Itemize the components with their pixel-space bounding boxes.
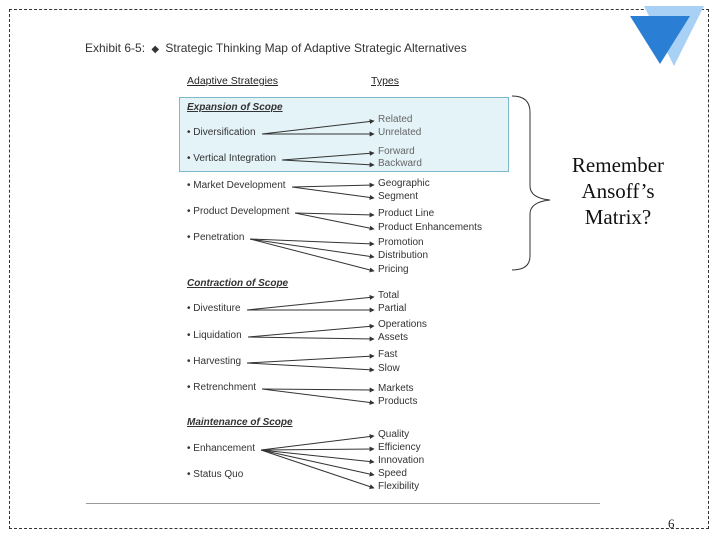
type-efficiency: Efficiency (378, 442, 421, 453)
connector-arrow (260, 449, 375, 489)
connector-arrow (281, 159, 375, 168)
callout-line-1: Remember (571, 153, 665, 177)
strategy-retrenchment: • Retrenchment (187, 382, 257, 393)
strategy-vertical-integration: • Vertical Integration (187, 153, 277, 164)
connector-arrow (249, 238, 375, 259)
type-total: Total (378, 290, 400, 301)
exhibit-title: Exhibit 6-5: ◆ Strategic Thinking Map of… (85, 41, 467, 55)
connector-arrow (260, 446, 375, 452)
connector-arrow (247, 336, 375, 342)
slide-frame (9, 9, 709, 529)
type-product-enhancements: Product Enhancements (378, 222, 482, 233)
connector-arrow (294, 212, 375, 231)
strategy-product-development: • Product Development (187, 206, 290, 217)
callout-line-2: Ansoff’s (581, 179, 655, 203)
connector-arrow (261, 388, 375, 405)
page-number: 6 (668, 516, 675, 531)
section-expansion: Expansion of Scope (187, 102, 283, 113)
strategy-divestiture: • Divestiture (187, 303, 241, 314)
type-speed: Speed (378, 468, 407, 479)
type-fast: Fast (378, 349, 398, 360)
callout-line-3: Matrix? (584, 205, 652, 229)
connector-arrow (247, 323, 375, 338)
type-flexibility: Flexibility (378, 481, 420, 492)
connector-arrow (246, 294, 375, 311)
strategy-market-development: • Market Development (187, 180, 286, 191)
connector-arrow (261, 119, 375, 135)
type-products: Products (378, 396, 418, 407)
exhibit-number: Exhibit 6-5: (85, 41, 146, 55)
connector-arrow (294, 212, 375, 218)
type-related: Related (378, 114, 413, 125)
type-operations: Operations (378, 319, 427, 330)
connector-arrow (281, 150, 375, 161)
section-contraction: Contraction of Scope (187, 278, 289, 289)
type-forward: Forward (378, 146, 415, 157)
connector-arrow (291, 182, 375, 188)
type-innovation: Innovation (378, 455, 425, 466)
type-backward: Backward (378, 158, 422, 169)
type-distribution: Distribution (378, 250, 429, 261)
type-unrelated: Unrelated (378, 127, 422, 138)
type-pricing: Pricing (378, 264, 409, 275)
bottom-rule (86, 503, 600, 504)
connector-arrow (246, 353, 375, 364)
strategy-penetration: • Penetration (187, 232, 245, 243)
strategy-status-quo: • Status Quo (187, 469, 244, 480)
brand-triangle-icon (630, 6, 704, 66)
ansoff-brace (511, 95, 551, 271)
type-product-line: Product Line (378, 208, 435, 219)
type-slow: Slow (378, 363, 400, 374)
type-markets: Markets (378, 383, 414, 394)
connector-arrow (260, 449, 375, 465)
connector-arrow (291, 186, 375, 200)
connector-arrow (260, 449, 375, 477)
type-geographic: Geographic (378, 178, 430, 189)
strategy-enhancement: • Enhancement (187, 443, 255, 454)
strategy-diversification: • Diversification (187, 127, 256, 138)
type-promotion: Promotion (378, 237, 424, 248)
connector-arrow (260, 434, 375, 451)
strategy-liquidation: • Liquidation (187, 330, 242, 341)
type-segment: Segment (378, 191, 419, 202)
types-header: Types (371, 75, 400, 87)
ansoff-callout: Remember Ansoff’s Matrix? (563, 152, 673, 230)
type-assets: Assets (378, 332, 409, 343)
connector-arrow (246, 362, 375, 373)
connector-arrow (249, 238, 375, 273)
connector-arrow (261, 387, 375, 393)
type-partial: Partial (378, 303, 407, 314)
type-quality: Quality (378, 429, 410, 440)
exhibit-title-text: Strategic Thinking Map of Adaptive Strat… (165, 41, 467, 55)
strategy-harvesting: • Harvesting (187, 356, 242, 367)
diamond-bullet-icon: ◆ (151, 44, 160, 55)
section-maintenance: Maintenance of Scope (187, 417, 293, 428)
connector-arrow (249, 238, 375, 247)
strategies-header: Adaptive Strategies (187, 75, 279, 87)
